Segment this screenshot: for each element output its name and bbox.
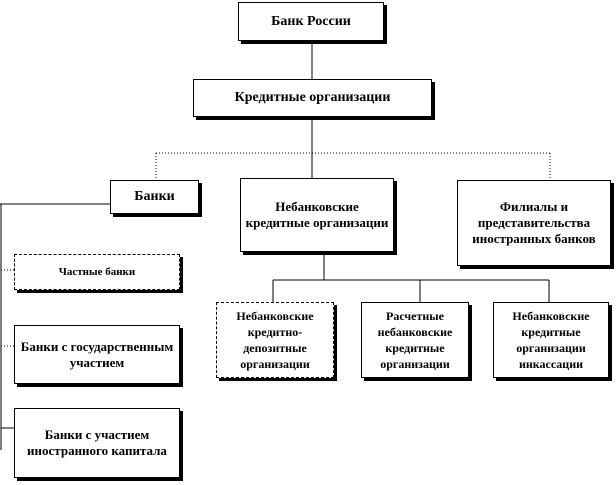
- foreign-branches-label: Филиалы и представительства иностранных …: [472, 199, 596, 246]
- root-label: Банк России: [271, 13, 351, 29]
- nonbank-deposit-credit-box: Небанковские кредитно-депозитные организ…: [216, 302, 334, 378]
- state-banks-label: Банки с государственным участием: [20, 338, 174, 370]
- state-banks-box: Банки с государственным участием: [14, 325, 180, 384]
- nonbank-collection-label: Небанковские кредитные организации инкас…: [512, 309, 590, 371]
- banks-box: Банки: [110, 180, 199, 214]
- foreign-branches-box: Филиалы и представительства иностранных …: [457, 180, 611, 266]
- credit-orgs-label: Кредитные организации: [234, 90, 391, 105]
- private-banks-box: Частные банки: [14, 254, 180, 290]
- nonbank-credit-box: Небанковские кредитные организации: [240, 178, 394, 252]
- root-box: Банк России: [238, 2, 384, 41]
- nonbank-deposit-credit-label: Небанковские кредитно-депозитные организ…: [236, 309, 314, 371]
- private-banks-label: Частные банки: [58, 266, 136, 278]
- nonbank-credit-label: Небанковские кредитные организации: [245, 199, 389, 230]
- settlement-nonbank-box: Расчетные небанковские кредитные организ…: [361, 302, 469, 378]
- settlement-nonbank-label: Расчетные небанковские кредитные организ…: [377, 309, 453, 371]
- banks-label: Банки: [134, 189, 175, 204]
- credit-orgs-box: Кредитные организации: [193, 79, 432, 117]
- foreign-capital-banks-box: Банки с участием иностранного капитала: [14, 408, 180, 478]
- foreign-capital-banks-label: Банки с участием иностранного капитала: [27, 427, 167, 458]
- nonbank-collection-box: Небанковские кредитные организации инкас…: [493, 302, 609, 378]
